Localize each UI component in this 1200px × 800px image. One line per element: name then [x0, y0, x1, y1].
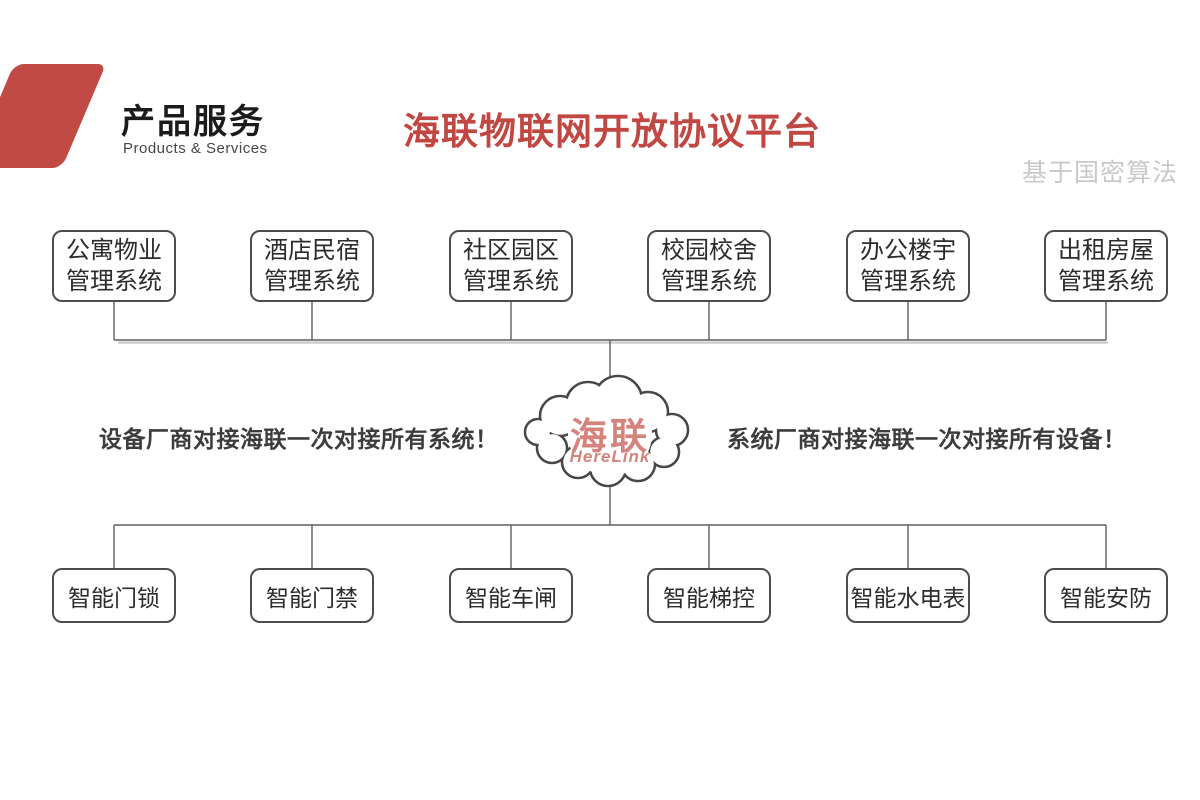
system-node-office-building: 办公楼宇 管理系统 — [846, 230, 970, 302]
section-subtitle: Products & Services — [123, 140, 268, 157]
system-node-line2: 管理系统 — [661, 268, 757, 295]
system-node-line1: 公寓物业 — [66, 237, 162, 264]
device-node-smart-lock: 智能门锁 — [52, 568, 176, 623]
device-node-security: 智能安防 — [1044, 568, 1168, 623]
device-node-elevator-control: 智能梯控 — [647, 568, 771, 623]
system-node-line2: 管理系统 — [1058, 268, 1154, 295]
system-node-line2: 管理系统 — [463, 268, 559, 295]
system-node-rental-housing: 出租房屋 管理系统 — [1044, 230, 1168, 302]
system-node-line1: 办公楼宇 — [860, 237, 956, 264]
device-node-vehicle-gate: 智能车闸 — [449, 568, 573, 623]
system-node-hotel-bnb: 酒店民宿 管理系统 — [250, 230, 374, 302]
system-node-apartment-property: 公寓物业 管理系统 — [52, 230, 176, 302]
slogan-system-vendors: 系统厂商对接海联一次对接所有设备！ — [727, 426, 1127, 452]
cloud-fill — [526, 377, 687, 485]
cloud-brand-en: HereLink — [569, 447, 651, 466]
page-title: 海联物联网开放协议平台 — [403, 111, 821, 152]
system-node-line1: 酒店民宿 — [264, 237, 360, 264]
slogan-device-vendors: 设备厂商对接海联一次对接所有系统！ — [99, 426, 499, 452]
system-node-campus-dorm: 校园校舍 管理系统 — [647, 230, 771, 302]
system-node-community-park: 社区园区 管理系统 — [449, 230, 573, 302]
cloud-brand-cn: 海联 — [570, 416, 650, 457]
connector-paths — [113, 302, 1107, 568]
corner-note: 基于国密算法 — [1021, 159, 1178, 187]
device-node-access-control: 智能门禁 — [250, 568, 374, 623]
device-node-utility-meter: 智能水电表 — [846, 568, 970, 623]
system-node-line2: 管理系统 — [860, 268, 956, 295]
system-node-line2: 管理系统 — [66, 268, 162, 295]
system-node-line2: 管理系统 — [264, 268, 360, 295]
system-node-line1: 出租房屋 — [1058, 237, 1154, 264]
system-node-line1: 校园校舍 — [661, 237, 757, 264]
section-title: 产品服务 — [121, 103, 265, 141]
system-node-line1: 社区园区 — [463, 237, 559, 264]
